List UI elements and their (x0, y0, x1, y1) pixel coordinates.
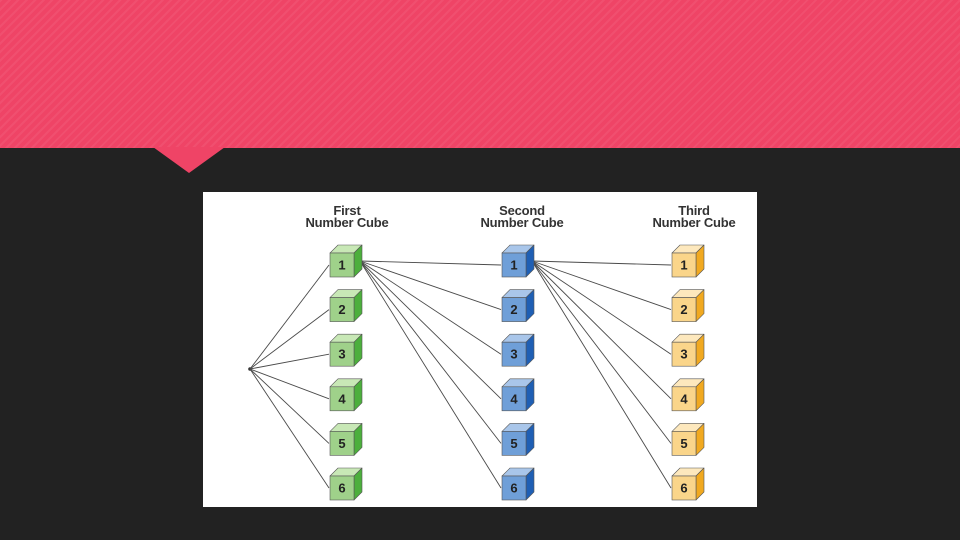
branch-line (249, 368, 330, 489)
third-cube-2: 2 (671, 289, 705, 322)
cube-number-label: 3 (338, 347, 345, 362)
third-cube-title-line2: Number Cube (652, 215, 735, 230)
first-cube-6: 6 (329, 467, 363, 501)
second-cube-1: 1 (501, 244, 535, 278)
branch-line (359, 260, 502, 266)
cube-number-label: 6 (338, 481, 345, 496)
branch-line (249, 353, 330, 370)
branch-line (249, 309, 330, 370)
first-cube-title-line2: Number Cube (305, 215, 388, 230)
second-cube-2: 2 (501, 289, 535, 322)
cube-number-label: 5 (510, 436, 517, 451)
first-cube-1: 1 (329, 244, 363, 278)
branch-line (531, 260, 672, 355)
first-cube-4: 4 (329, 378, 363, 412)
cube-front-face (501, 341, 527, 367)
cube-number-label: 3 (680, 347, 687, 362)
cube-number-label: 1 (510, 258, 517, 273)
cube-front-face (329, 431, 355, 456)
second-cube-6: 6 (501, 467, 535, 501)
second-cube-title-line2: Number Cube (480, 215, 563, 230)
branch-line (531, 260, 672, 444)
branch-line (359, 260, 502, 311)
cube-front-face (501, 252, 527, 278)
cube-front-face (671, 252, 697, 278)
cube-number-label: 5 (680, 436, 687, 451)
cube-front-face (671, 386, 697, 412)
cube-number-label: 6 (680, 481, 687, 496)
cube-number-label: 5 (338, 436, 345, 451)
third-cube-title-line1: Third (678, 203, 710, 218)
cube-front-face (329, 386, 355, 412)
title-banner (0, 0, 960, 148)
branch-line (531, 260, 672, 266)
cube-front-face (329, 252, 355, 278)
second-cube-title-line1: Second (499, 203, 545, 218)
third-cube-3: 3 (671, 333, 705, 367)
cube-number-label: 2 (680, 302, 687, 317)
branch-line (359, 260, 502, 400)
cube-number-label: 2 (338, 302, 345, 317)
cube-front-face (501, 386, 527, 412)
cube-number-label: 4 (680, 391, 688, 406)
first-cube-title-line1: First (333, 203, 361, 218)
branch-line (531, 260, 672, 489)
cube-front-face (671, 297, 697, 322)
branch-line (531, 260, 672, 311)
branch-line (359, 260, 502, 489)
tree-diagram-figure: First Number Cube Second Number Cube Thi… (203, 192, 757, 507)
cube-number-label: 1 (680, 258, 687, 273)
first-cube-2: 2 (329, 289, 363, 322)
branch-line (249, 264, 330, 370)
third-cube-1: 1 (671, 244, 705, 278)
column-headers: First Number Cube Second Number Cube Thi… (305, 203, 735, 230)
cube-front-face (671, 475, 697, 501)
third-cube-5: 5 (671, 423, 705, 456)
branch-line (531, 260, 672, 400)
cube-number-label: 2 (510, 302, 517, 317)
branch-line (359, 260, 502, 444)
cube-front-face (501, 475, 527, 501)
cube-number-label: 6 (510, 481, 517, 496)
cube-front-face (329, 297, 355, 322)
cube-front-face (671, 341, 697, 367)
first-cube-3: 3 (329, 333, 363, 367)
banner-notch (153, 147, 225, 173)
branch-line (249, 368, 330, 400)
cube-number-label: 3 (510, 347, 517, 362)
cube-number-label: 4 (510, 391, 518, 406)
second-cube-5: 5 (501, 423, 535, 456)
cube-number-label: 4 (338, 391, 346, 406)
cube-front-face (329, 475, 355, 501)
second-cube-4: 4 (501, 378, 535, 412)
first-cube-5: 5 (329, 423, 363, 456)
cube-front-face (671, 431, 697, 456)
tree-diagram: First Number Cube Second Number Cube Thi… (248, 203, 736, 501)
third-cube-6: 6 (671, 467, 705, 501)
second-cube-3: 3 (501, 333, 535, 367)
cube-number-label: 1 (338, 258, 345, 273)
cube-front-face (501, 431, 527, 456)
branch-lines (248, 260, 672, 489)
cube-front-face (329, 341, 355, 367)
branch-line (249, 368, 330, 444)
cube-front-face (501, 297, 527, 322)
number-cubes: 1 2 3 4 5 6 1 2 3 4 5 6 1 2 3 4 5 6 (329, 244, 705, 501)
branch-line (359, 260, 502, 355)
third-cube-4: 4 (671, 378, 705, 412)
